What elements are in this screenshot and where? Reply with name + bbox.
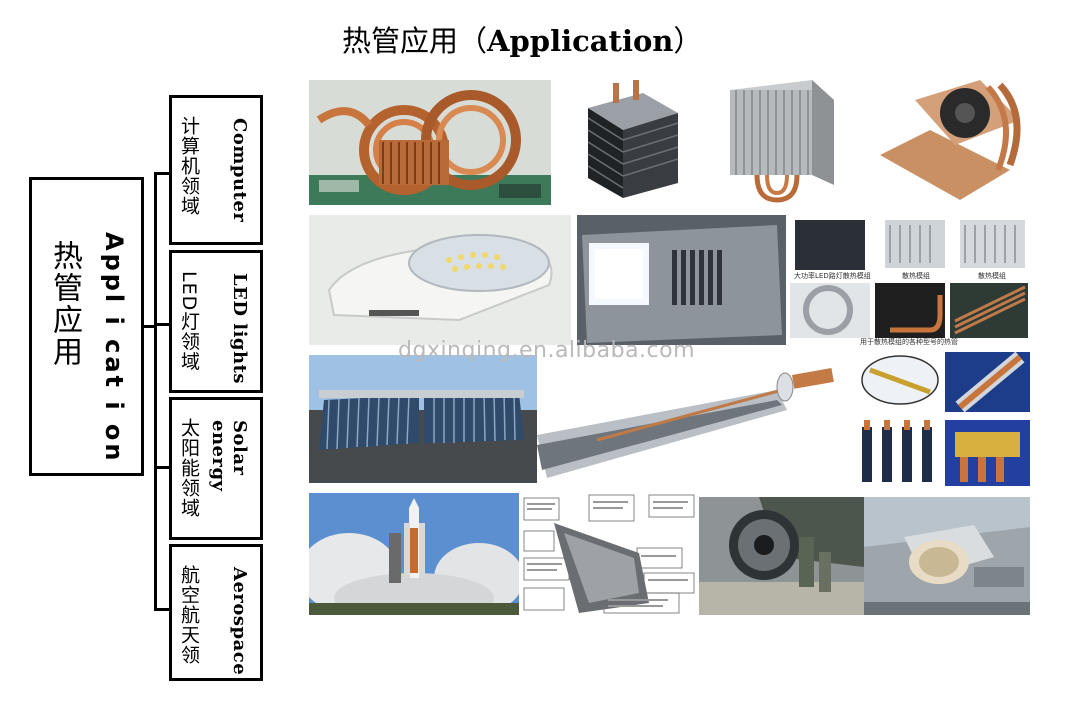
photo-heatpipe-tips	[860, 352, 1030, 486]
photo-jet-engine-maintenance	[699, 497, 864, 615]
connector-branch	[154, 323, 170, 326]
category-led-box: LED灯领域 LED lights	[169, 250, 263, 393]
photo-caption: 大功率LED路灯散热模组	[794, 272, 871, 280]
main-label-cn: 热管应用	[47, 240, 82, 368]
photo-vacuum-tube-heatpipe	[537, 360, 857, 488]
category-label-en: Aerospace	[229, 567, 250, 676]
photo-copper-heatpipe-board	[309, 80, 551, 205]
category-label-cn: LED灯领域	[178, 271, 200, 372]
photo-space-shuttle-launch	[309, 493, 519, 615]
photo-led-street-lamp-white	[309, 215, 571, 345]
category-label-en: Solar energy	[208, 420, 250, 492]
photo-caption: 用于散热模组的各种型号的热管	[860, 338, 958, 345]
category-label-cn: 太阳能领域	[178, 418, 200, 518]
category-label-cn: 航空航天领	[178, 565, 200, 665]
page-title: 热管应用（Application）	[342, 24, 703, 58]
photo-fighter-jet-intake	[864, 497, 1030, 615]
category-computer-box: 计算机领域 Computer	[169, 95, 263, 245]
category-label-cn: 计算机领域	[178, 116, 200, 216]
photo-tower-cooler	[573, 78, 693, 206]
main-label-en: Appl i cat i on	[100, 232, 128, 464]
photo-heatpipe-system-diagram	[519, 493, 699, 615]
photo-led-street-lamp-lit	[577, 215, 786, 345]
connector-line	[144, 325, 156, 328]
connector-branch	[154, 608, 170, 611]
connector-branch	[154, 172, 170, 175]
main-category-box: 热管应用 Appl i cat i on	[29, 177, 144, 476]
category-label-en: LED lights	[229, 273, 250, 385]
connector-spine	[154, 172, 157, 610]
photo-aluminum-fin-cooler	[722, 75, 840, 205]
category-label-en: Computer	[229, 118, 250, 223]
category-aerospace-box: 航空航天领 Aerospace	[169, 544, 263, 681]
photo-caption: 散热模组	[978, 272, 1006, 280]
photo-solar-tube-collector	[309, 355, 537, 483]
photo-laptop-blower-cooler	[870, 75, 1030, 205]
photo-led-heatsink-modules: 大功率LED路灯散热模组 散热模组 散热模组 用于散热模组的各种型号的热管	[790, 215, 1030, 345]
photo-caption: 散热模组	[902, 272, 930, 280]
category-solar-box: 太阳能领域 Solar energy	[169, 397, 263, 540]
watermark: dgxinqing.en.alibaba.com	[398, 338, 696, 363]
connector-branch	[154, 466, 170, 469]
